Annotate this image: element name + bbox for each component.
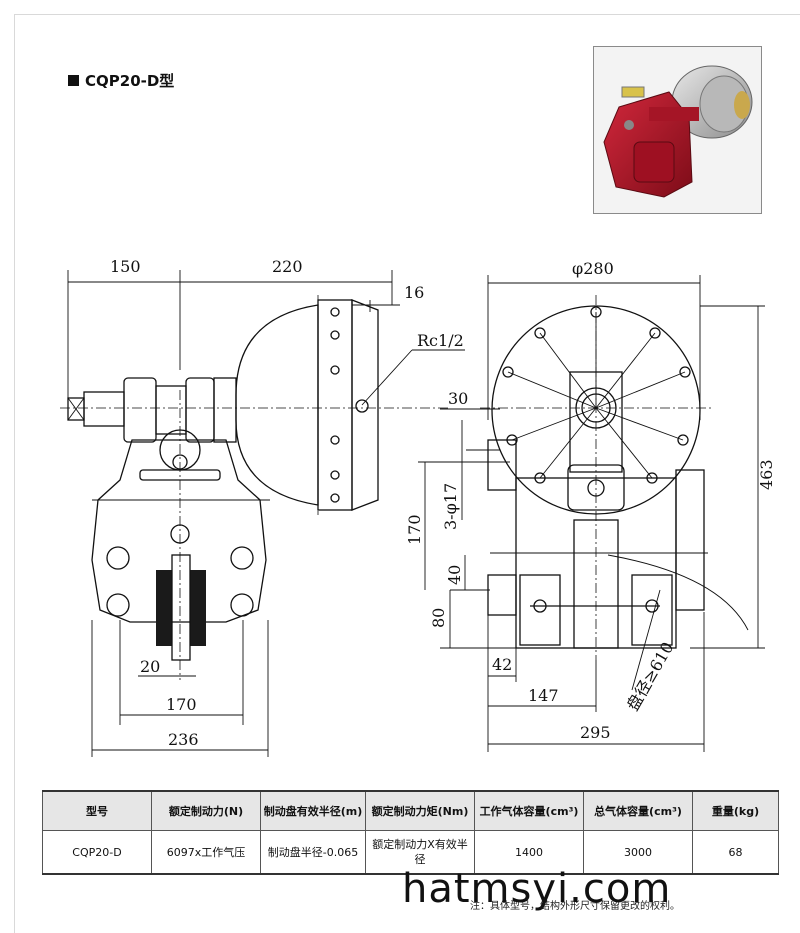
dim-16: 16	[404, 283, 424, 302]
cell-radius: 制动盘半径-0.065	[260, 830, 366, 875]
model-title-text: CQP20-D型	[85, 72, 175, 90]
dim-phi280: φ280	[572, 259, 614, 278]
technical-drawing: 150 220 16 Rc1/2 20 170 236	[60, 257, 776, 757]
header-weight: 重量(kg)	[692, 790, 779, 831]
cell-model: CQP20-D	[42, 830, 152, 875]
cell-total-volume: 3000	[583, 830, 693, 875]
table-row: CQP20-D 6097x工作气压 制动盘半径-0.065 额定制动力X有效半径…	[42, 830, 779, 875]
header-work-volume: 工作气体容量(cm³)	[474, 790, 584, 831]
dim-147: 147	[528, 686, 559, 705]
cell-weight: 68	[692, 830, 779, 875]
dim-rc: Rc1/2	[417, 331, 464, 350]
cell-torque: 额定制动力X有效半径	[365, 830, 475, 875]
dim-295: 295	[580, 723, 611, 742]
dim-170-right: 170	[405, 514, 424, 545]
cell-force: 6097x工作气压	[151, 830, 261, 875]
dim-30: 30	[448, 389, 468, 408]
model-title: CQP20-D型	[68, 70, 174, 91]
header-model: 型号	[42, 790, 152, 831]
dim-220: 220	[272, 257, 303, 276]
header-total-volume: 总气体容量(cm³)	[583, 790, 693, 831]
header-force: 额定制动力(N)	[151, 790, 261, 831]
footnote: 注：具体型号，结构外形尺寸保留更改的权利。	[470, 901, 680, 912]
dim-80: 80	[429, 608, 448, 628]
product-photo	[593, 46, 762, 214]
dim-463: 463	[757, 459, 776, 490]
diaphragm-chamber	[235, 304, 319, 506]
header-radius: 制动盘有效半径(m)	[260, 790, 366, 831]
left-border-line	[14, 14, 15, 933]
top-border-line	[14, 14, 800, 15]
bullet-square-icon	[68, 75, 79, 86]
spec-header-row: 型号 额定制动力(N) 制动盘有效半径(m) 额定制动力矩(Nm) 工作气体容量…	[42, 790, 779, 831]
dim-40: 40	[445, 565, 464, 585]
spec-table: 型号 额定制动力(N) 制动盘有效半径(m) 额定制动力矩(Nm) 工作气体容量…	[42, 790, 779, 875]
dim-42: 42	[492, 655, 512, 674]
watermark: hatmsyi.com	[402, 866, 672, 912]
dim-150: 150	[110, 257, 141, 276]
dim-236: 236	[168, 730, 199, 749]
header-torque: 额定制动力矩(Nm)	[365, 790, 475, 831]
dim-610: 盘径≥610	[623, 639, 677, 714]
dim-3-phi17: 3-φ17	[441, 483, 460, 530]
dim-20: 20	[140, 657, 160, 676]
dim-170-left: 170	[166, 695, 197, 714]
